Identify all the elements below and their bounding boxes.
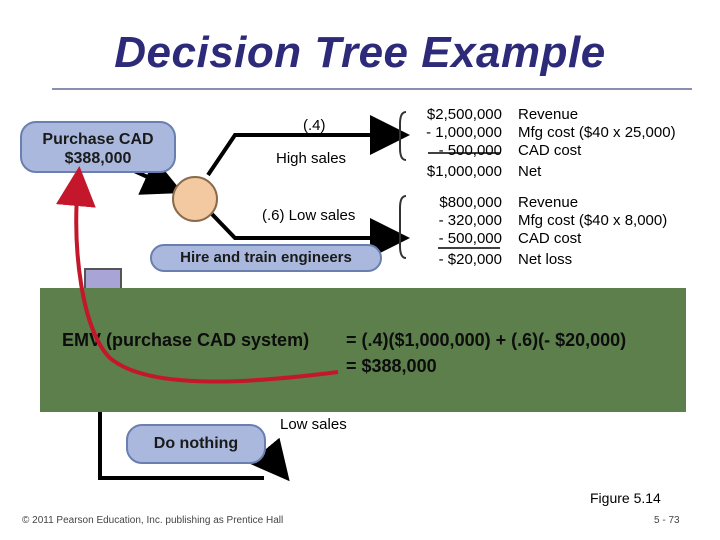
bracket-low: [399, 195, 407, 259]
emv-callout-box: [40, 288, 686, 412]
page-number: 5 - 73: [654, 515, 680, 526]
high-sales-label: High sales: [276, 150, 347, 167]
branch-high-sales: [206, 115, 410, 177]
purchase-cad-label: Purchase CAD: [42, 131, 154, 148]
low-mfg-cost-desc: Mfg cost ($40 x 8,000): [518, 212, 668, 229]
high-revenue-value: $2,500,000: [426, 106, 502, 123]
outcome-low-numbers: $800,000 - 320,000 - 500,000 - $20,000: [400, 194, 502, 269]
outcome-high-numbers: $2,500,000 - 1,000,000 - 500,000 $1,000,…: [400, 106, 502, 181]
low-revenue-desc: Revenue: [518, 194, 579, 211]
emv-label: EMV (purchase CAD system): [62, 330, 310, 350]
low-cad-cost-value: - 500,000: [438, 230, 502, 247]
high-cad-cost-desc: CAD cost: [518, 142, 582, 159]
high-net-desc: Net: [518, 163, 542, 180]
do-nothing-node: Do nothing: [126, 424, 266, 464]
hire-engineers-node: Hire and train engineers: [150, 244, 382, 272]
high-net-value: $1,000,000: [426, 163, 502, 180]
low-sales-bottom-label: Low sales: [280, 416, 347, 433]
red-arrow-path: [55, 166, 339, 384]
purchase-cad-node: Purchase CAD $388,000: [20, 121, 176, 173]
copyright-footer: © 2011 Pearson Education, Inc. publishin…: [22, 515, 284, 526]
outcome-high-descriptions: Revenue Mfg cost ($40 x 25,000) CAD cost…: [518, 106, 676, 181]
high-revenue-desc: Revenue: [518, 106, 579, 123]
low-net-desc: Net loss: [518, 251, 573, 268]
high-mfg-cost-value: - 1,000,000: [426, 124, 502, 141]
chance-node: [172, 176, 218, 222]
high-cad-cost-value: - 500,000: [438, 142, 502, 159]
low-sales-probability-label: (.6) Low sales: [262, 207, 356, 224]
title-divider: [52, 88, 692, 90]
emv-result: = $388,000: [346, 356, 437, 376]
bracket-high: [399, 111, 407, 161]
low-revenue-value: $800,000: [439, 194, 502, 211]
slide-title: Decision Tree Example: [114, 28, 606, 77]
probability-high-label: (.4): [303, 117, 326, 134]
figure-label: Figure 5.14: [590, 490, 661, 506]
low-cad-cost-desc: CAD cost: [518, 230, 582, 247]
low-mfg-cost-value: - 320,000: [438, 212, 502, 229]
branch-low-sales: [206, 208, 410, 258]
high-mfg-cost-desc: Mfg cost ($40 x 25,000): [518, 124, 676, 141]
emv-formula: = (.4)($1,000,000) + (.6)(- $20,000): [346, 330, 627, 350]
outcome-low-descriptions: Revenue Mfg cost ($40 x 8,000) CAD cost …: [518, 194, 667, 269]
low-net-value: - $20,000: [438, 251, 502, 268]
purchase-cad-value: $388,000: [64, 150, 132, 167]
